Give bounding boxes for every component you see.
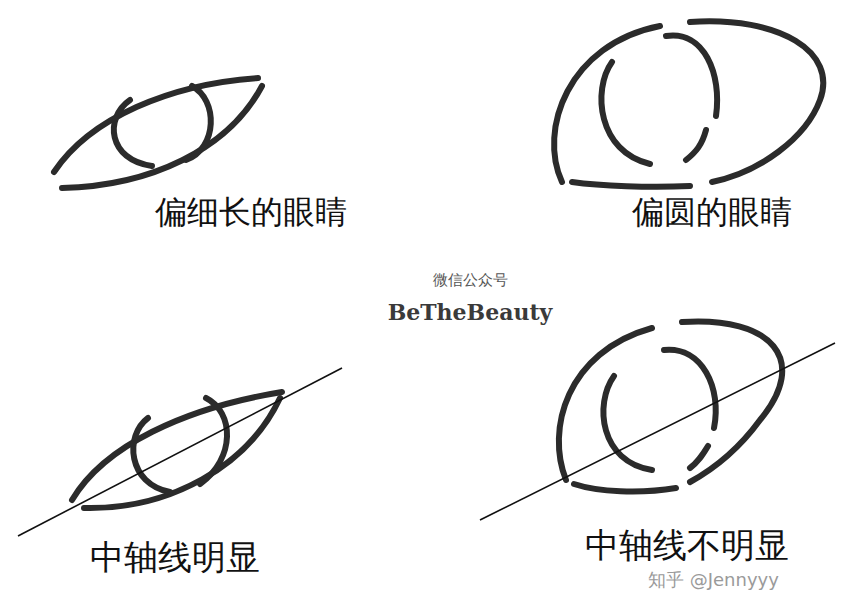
source-label: 微信公众号 xyxy=(433,272,508,289)
caption-label: 中轴线不明显 xyxy=(585,526,789,565)
caption-label: 中轴线明显 xyxy=(90,538,260,577)
brand-label: BeTheBeauty xyxy=(388,300,553,325)
caption-label: 偏细长的眼睛 xyxy=(155,194,347,231)
caption-label: 偏圆的眼睛 xyxy=(632,194,792,231)
watermark: 知乎 @Jennyyy xyxy=(648,570,779,591)
